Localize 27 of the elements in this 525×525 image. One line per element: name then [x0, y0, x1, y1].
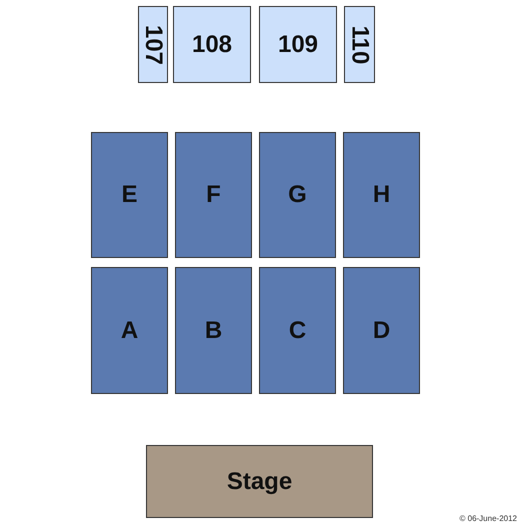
stage-area: [146, 445, 373, 518]
floor-section: [91, 132, 168, 258]
section-label: G: [288, 181, 307, 209]
section-label: 109: [278, 30, 318, 58]
copyright-note: © 06-June-2012: [460, 514, 517, 523]
floor-section: [343, 132, 420, 258]
floor-section: [259, 267, 336, 394]
section-label: E: [121, 181, 138, 209]
section-label: B: [204, 316, 222, 344]
floor-section: [259, 132, 336, 258]
floor-section: [175, 267, 252, 394]
seating-section: [344, 6, 375, 83]
section-label: F: [206, 181, 221, 209]
section-label: C: [288, 316, 306, 344]
section-label: D: [372, 316, 390, 344]
section-label: 110: [346, 25, 374, 64]
floor-section: [175, 132, 252, 258]
seating-section: [259, 6, 337, 83]
section-label: H: [372, 181, 390, 209]
seating-section: [173, 6, 251, 83]
floor-section: [343, 267, 420, 394]
section-label: 108: [192, 30, 232, 58]
section-label: A: [120, 316, 138, 344]
section-label: Stage: [226, 468, 292, 496]
seating-section: [138, 6, 168, 83]
floor-section: [91, 267, 168, 394]
section-label: 107: [139, 24, 167, 65]
